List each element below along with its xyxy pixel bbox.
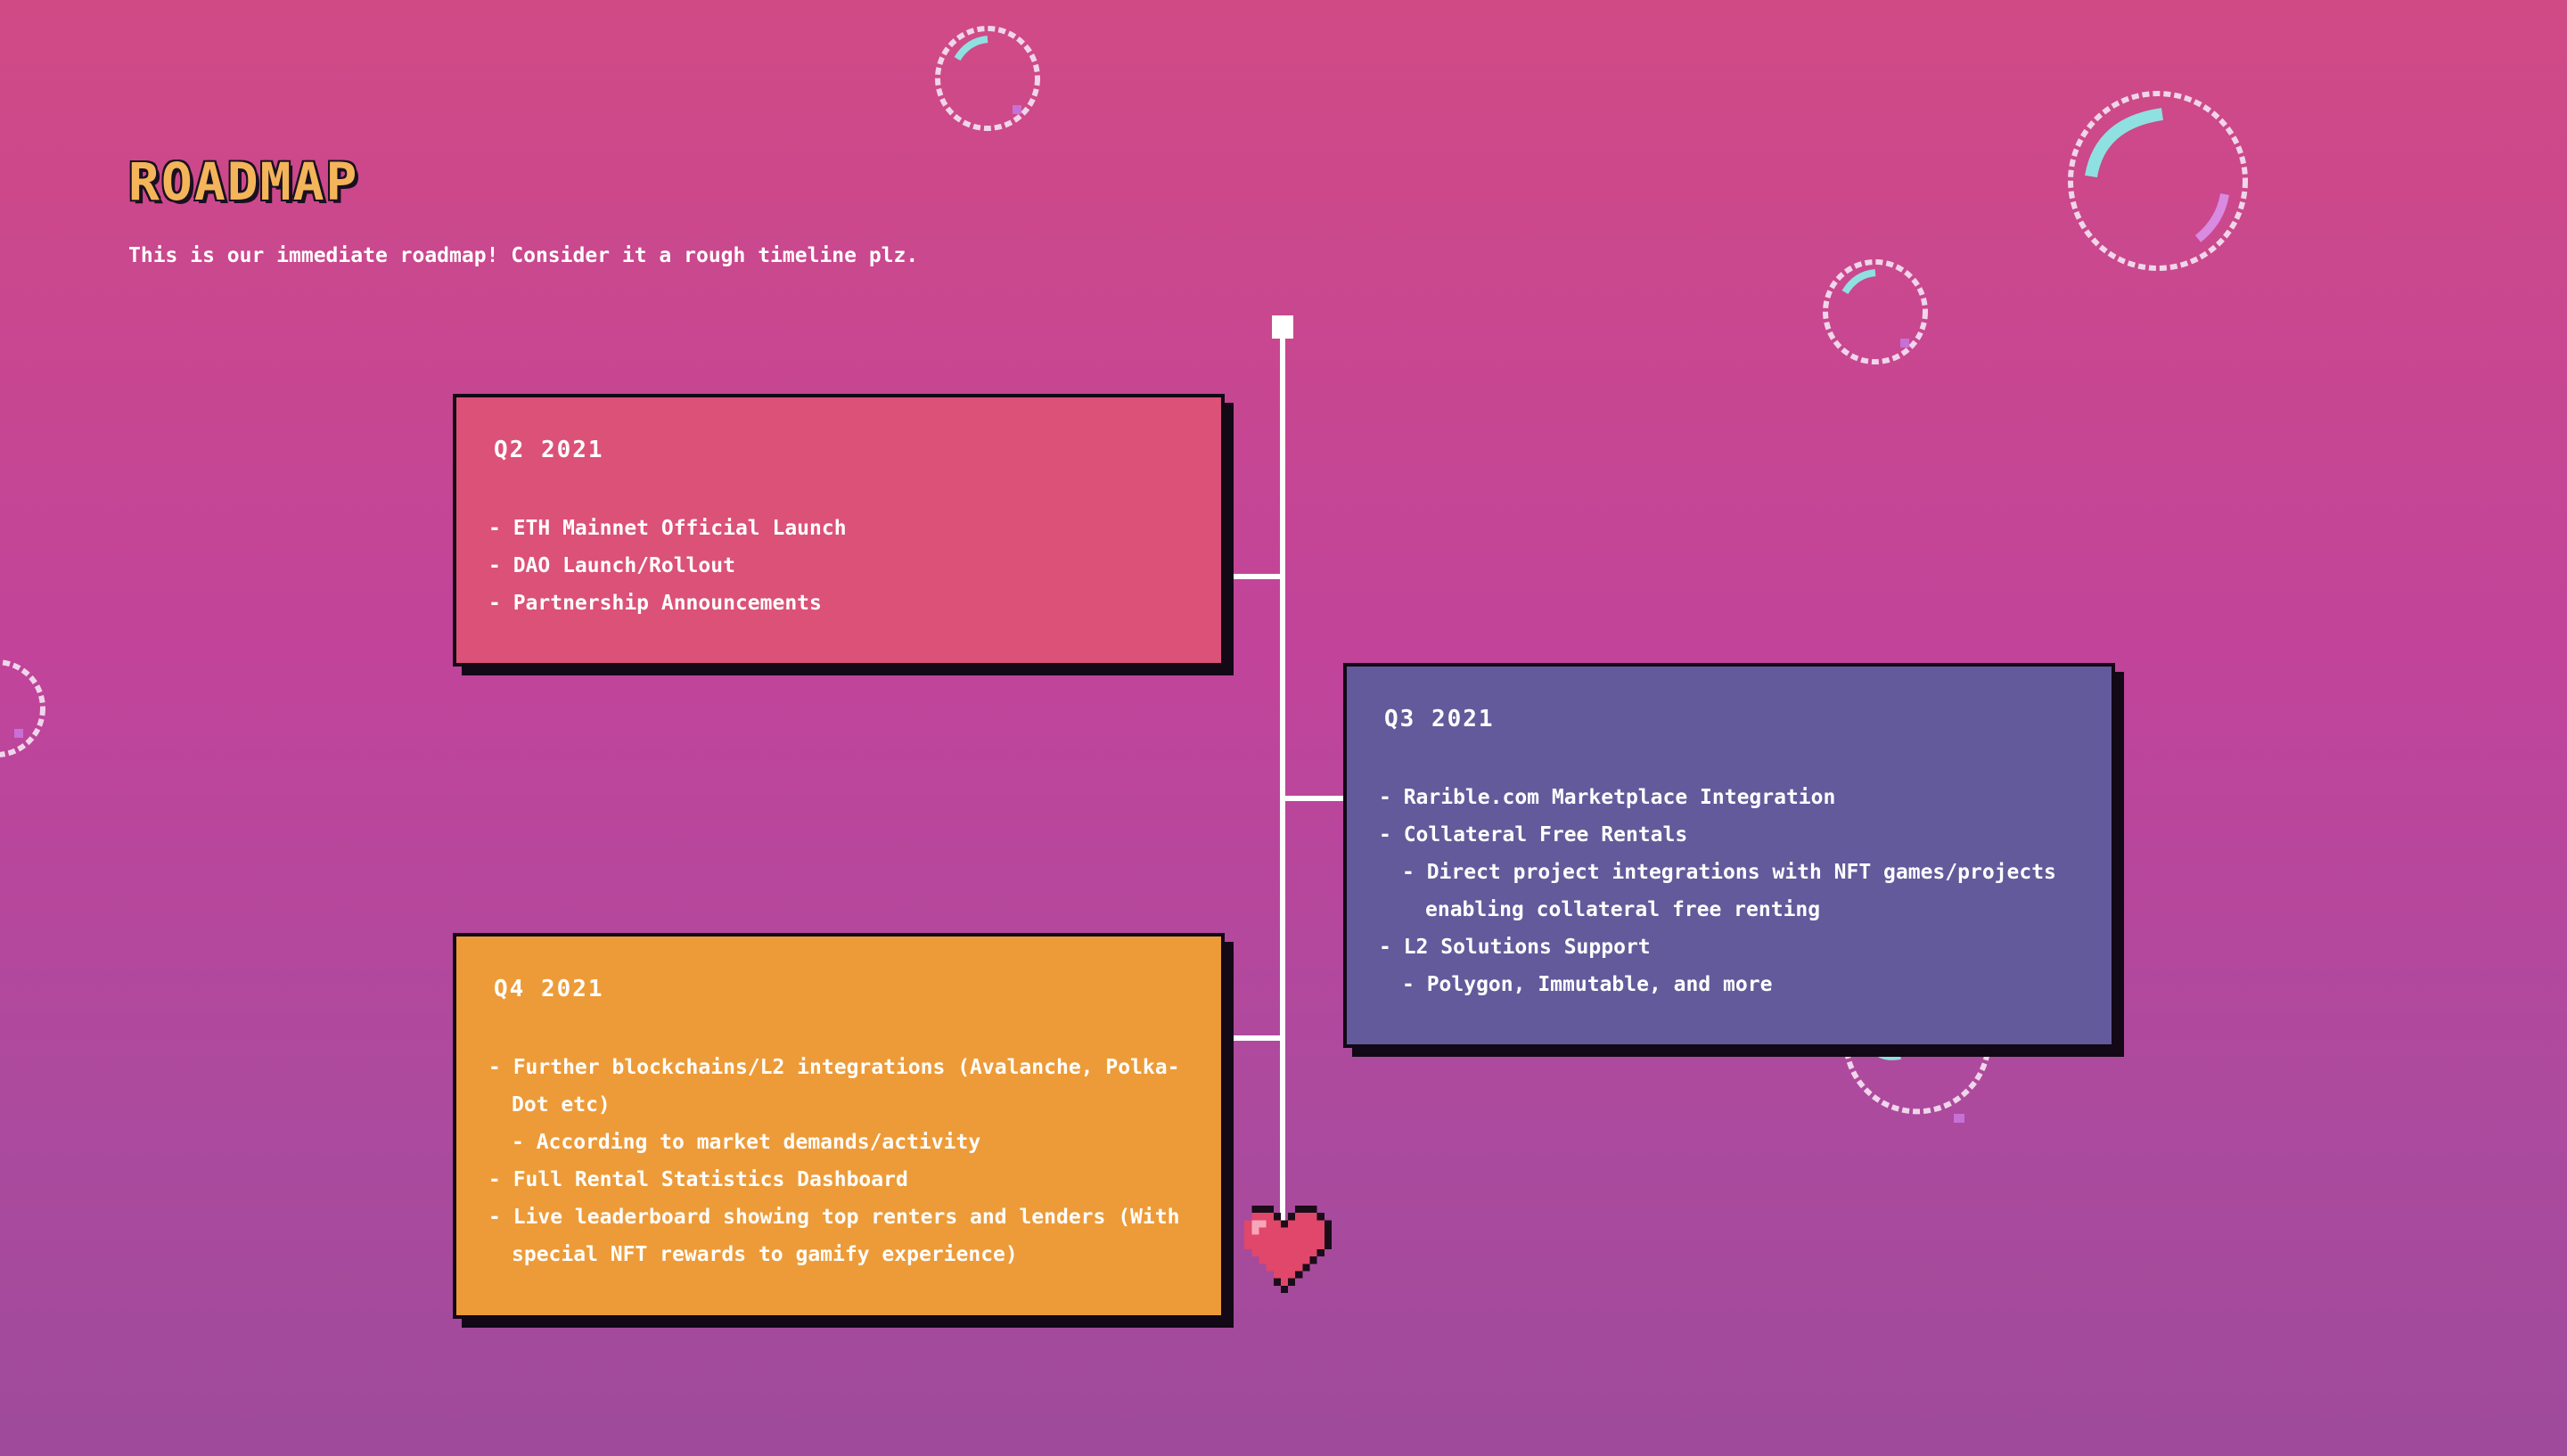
card-title: Q4 2021	[494, 976, 604, 1002]
list-item: - Collateral Free Rentals	[1379, 823, 1688, 847]
timeline-axis	[1280, 330, 1285, 1221]
list-item: - Further blockchains/L2 integrations (A…	[488, 1056, 1180, 1117]
timeline-connector-q3	[1282, 796, 1346, 801]
bubble-icon	[1844, 1043, 1990, 1123]
card-list: - Rarible.com Marketplace Integration - …	[1379, 779, 2085, 1003]
bubble-icon	[935, 26, 1040, 131]
list-item: - L2 Solutions Support	[1379, 936, 1651, 959]
list-item: - Full Rental Statistics Dashboard	[488, 1168, 908, 1191]
list-item: - Partnership Announcements	[488, 592, 822, 615]
timeline-connector-q2	[1230, 574, 1284, 579]
bubble-icon	[0, 659, 45, 757]
roadmap-card-q4: Q4 2021 - Further blockchains/L2 integra…	[453, 933, 1225, 1319]
list-item: - According to market demands/activity	[512, 1131, 981, 1154]
card-title: Q2 2021	[494, 437, 604, 463]
page-title: ROADMAP	[128, 151, 359, 212]
list-item: - Live leaderboard showing top renters a…	[488, 1206, 1180, 1266]
card-list: - Further blockchains/L2 integrations (A…	[488, 1049, 1194, 1273]
timeline-connector-q4	[1230, 1035, 1284, 1041]
heart-icon	[1244, 1206, 1332, 1293]
list-item: - ETH Mainnet Official Launch	[488, 517, 847, 540]
list-item: - Polygon, Immutable, and more	[1402, 973, 1773, 996]
roadmap-card-q3: Q3 2021 - Rarible.com Marketplace Integr…	[1343, 663, 2115, 1048]
card-list: - ETH Mainnet Official Launch - DAO Laun…	[488, 510, 1194, 622]
bubble-icon	[2068, 91, 2248, 271]
page-subtitle: This is our immediate roadmap! Consider …	[128, 244, 919, 267]
roadmap-card-q2: Q2 2021 - ETH Mainnet Official Launch - …	[453, 394, 1225, 667]
card-title: Q3 2021	[1384, 706, 1495, 732]
bubble-icon	[1823, 259, 1928, 364]
list-item: - Direct project integrations with NFT g…	[1402, 861, 2056, 921]
list-item: - DAO Launch/Rollout	[488, 554, 735, 577]
list-item: - Rarible.com Marketplace Integration	[1379, 786, 1836, 809]
